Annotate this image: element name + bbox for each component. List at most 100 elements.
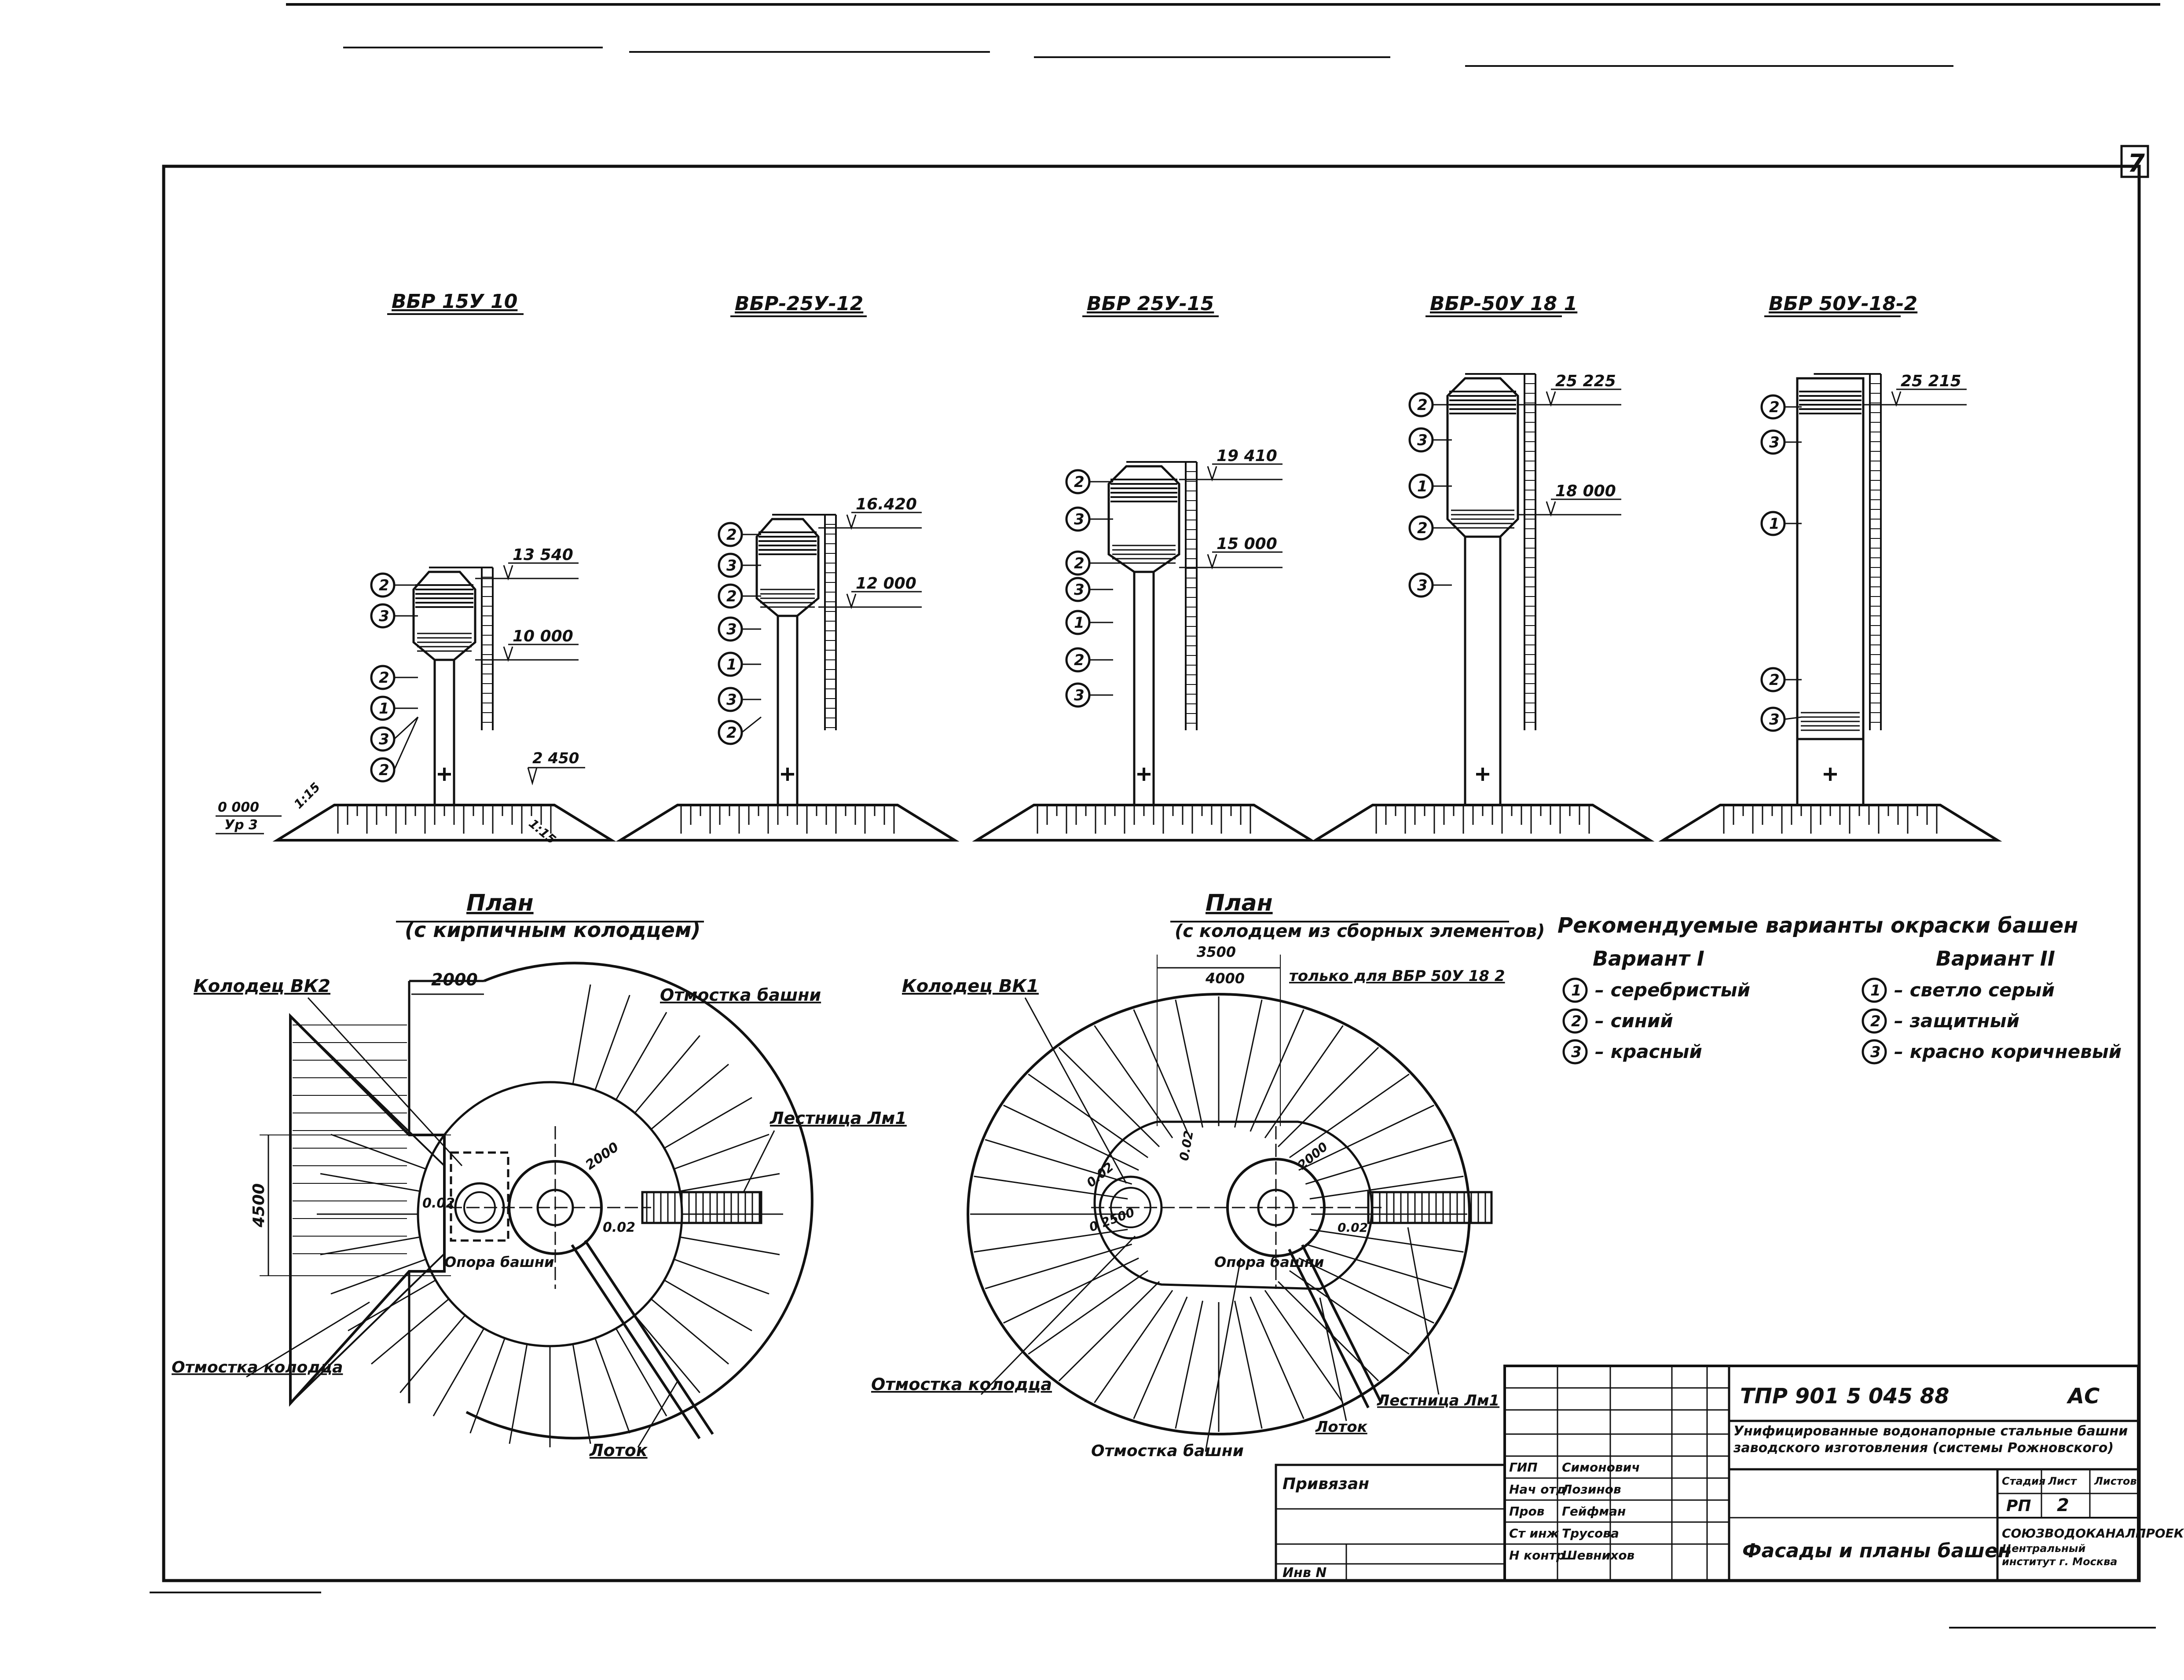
label-support: Опора башни bbox=[444, 1254, 554, 1270]
svg-text:1: 1 bbox=[1074, 614, 1085, 632]
legend-item-text: – красный bbox=[1595, 1041, 1702, 1062]
stamp-org-sub: Центральный институт г. Москва bbox=[2002, 1542, 2118, 1568]
svg-text:1: 1 bbox=[379, 700, 389, 717]
stamp-stage: РП bbox=[2006, 1497, 2031, 1515]
sheet-number: 7 bbox=[2128, 149, 2145, 178]
legend-marker bbox=[1562, 1008, 1588, 1034]
foundation bbox=[972, 804, 1316, 842]
svg-text:2: 2 bbox=[1769, 399, 1780, 416]
label-d-well: 0.02 bbox=[422, 1196, 455, 1211]
svg-text:3: 3 bbox=[726, 621, 737, 638]
svg-text:2: 2 bbox=[1074, 652, 1085, 669]
svg-text:3: 3 bbox=[726, 557, 737, 575]
stamp-name: Лозинов bbox=[1561, 1482, 1621, 1497]
stamp-bound: Привязан bbox=[1283, 1475, 1369, 1493]
svg-text:3: 3 bbox=[379, 731, 389, 748]
plan-right-subtitle: (с колодцем из сборных элементов) bbox=[1175, 921, 1545, 941]
svg-text:2: 2 bbox=[1769, 671, 1780, 689]
tower-tank bbox=[1446, 377, 1519, 538]
svg-text:3: 3 bbox=[379, 608, 389, 625]
svg-text:3: 3 bbox=[1571, 1043, 1582, 1061]
label-d-tower: 0.02 bbox=[603, 1220, 635, 1235]
stamp-sheets-label: Листов bbox=[2094, 1475, 2137, 1487]
svg-text:3: 3 bbox=[1074, 511, 1085, 528]
ladder-rungs-right bbox=[1372, 1193, 1486, 1222]
tower-tank bbox=[1796, 377, 1865, 740]
svg-text:1: 1 bbox=[1571, 982, 1582, 999]
foundation bbox=[272, 804, 616, 842]
stamp-role: Пров bbox=[1509, 1504, 1544, 1519]
foundation bbox=[1658, 804, 2002, 842]
svg-text:3: 3 bbox=[726, 691, 737, 709]
stamp-inv: Инв N bbox=[1283, 1565, 1327, 1581]
legend-title: Рекомендуемые варианты окраски башен bbox=[1557, 913, 2078, 938]
legend-variant2-title: Вариант II bbox=[1936, 947, 2055, 970]
foundation bbox=[616, 804, 960, 842]
blind-area-well-right bbox=[1093, 1120, 1373, 1290]
sheet-frame: 7 bbox=[150, 3, 2160, 1629]
svg-text:3: 3 bbox=[1769, 434, 1780, 451]
svg-text:2: 2 bbox=[379, 669, 389, 687]
legend-marker bbox=[1862, 1008, 1887, 1034]
plan-left-title: План bbox=[466, 890, 534, 916]
svg-text:1: 1 bbox=[1769, 515, 1780, 533]
label-ladder-right: Лестница Лм1 bbox=[1377, 1392, 1499, 1409]
elevation-mark-ur: Ур 3 bbox=[224, 817, 258, 833]
svg-text:1: 1 bbox=[1870, 982, 1881, 999]
svg-text:2: 2 bbox=[1417, 396, 1428, 414]
stamp-sheet-label: Лист bbox=[2048, 1475, 2078, 1487]
label-d-small-right: 2000 bbox=[1295, 1139, 1330, 1172]
label-blind-area-tower-right: Отмостка башни bbox=[1091, 1442, 1244, 1460]
ladder-lm1-right bbox=[1367, 1191, 1493, 1224]
label-dim-4500: 4500 bbox=[250, 1183, 268, 1228]
svg-text:3: 3 bbox=[1870, 1043, 1881, 1061]
blind-area-rays bbox=[293, 984, 783, 1447]
stamp-description: Унифицированные водонапорные стальные ба… bbox=[1733, 1424, 2128, 1456]
legend-item-text: – серебристый bbox=[1595, 979, 1750, 1001]
blind-area-tower bbox=[465, 962, 814, 1440]
stamp-role: ГИП bbox=[1509, 1460, 1538, 1475]
svg-text:1: 1 bbox=[1417, 478, 1428, 495]
tower-title: ВБР-50У 18 1 bbox=[1430, 293, 1577, 315]
plan-brick-well: План (с кирпичным колодцем) bbox=[172, 890, 907, 1460]
svg-text:2: 2 bbox=[726, 588, 737, 605]
svg-text:2: 2 bbox=[1571, 1013, 1582, 1030]
elevation-mark-mid: 12 000 bbox=[856, 575, 916, 593]
stamp-sheet: 2 bbox=[2057, 1495, 2069, 1515]
svg-text:2: 2 bbox=[379, 577, 389, 594]
stamp-name: Трусова bbox=[1562, 1526, 1619, 1541]
label-dim-2000: 2000 bbox=[431, 970, 478, 989]
foundation bbox=[1311, 804, 1655, 842]
blind-area-tower-right bbox=[967, 993, 1471, 1435]
label-well-vk1: Колодец ВК1 bbox=[902, 976, 1039, 996]
tray bbox=[571, 1244, 701, 1439]
label-blind-area-well: Отмостка колодца bbox=[172, 1358, 343, 1376]
stamp-name: Шевнихов bbox=[1562, 1548, 1634, 1563]
label-ladder-lm1: Лестница Лм1 bbox=[770, 1109, 907, 1128]
legend-item-text: – светло серый bbox=[1894, 979, 2055, 1001]
legend-variant1-title: Вариант I bbox=[1593, 947, 1704, 970]
svg-text:2: 2 bbox=[1870, 1013, 1881, 1030]
label-d-ladder-right: 0.02 bbox=[1338, 1220, 1368, 1235]
svg-text:3: 3 bbox=[1074, 581, 1085, 599]
legend-item-text: – защитный bbox=[1894, 1010, 2019, 1032]
label-d-small: 2000 bbox=[583, 1139, 622, 1173]
plan-right-title: План bbox=[1206, 890, 1273, 916]
tower-stem bbox=[433, 659, 455, 806]
tower-title: ВБР 50У-18-2 bbox=[1769, 293, 1917, 315]
label-note-50u: только для ВБР 50У 18 2 bbox=[1289, 967, 1505, 985]
elevation-mark-mid: 10 000 bbox=[513, 627, 573, 645]
tower-title: ВБР 15У 10 bbox=[392, 290, 517, 313]
legend-item-text: – красно коричневый bbox=[1894, 1041, 2122, 1062]
tower-title: ВБР-25У-12 bbox=[735, 293, 863, 315]
svg-text:3: 3 bbox=[1417, 577, 1428, 594]
label-blind-area-well-right: Отмостка колодца bbox=[871, 1375, 1052, 1394]
label-dim-4000: 4000 bbox=[1205, 970, 1245, 987]
